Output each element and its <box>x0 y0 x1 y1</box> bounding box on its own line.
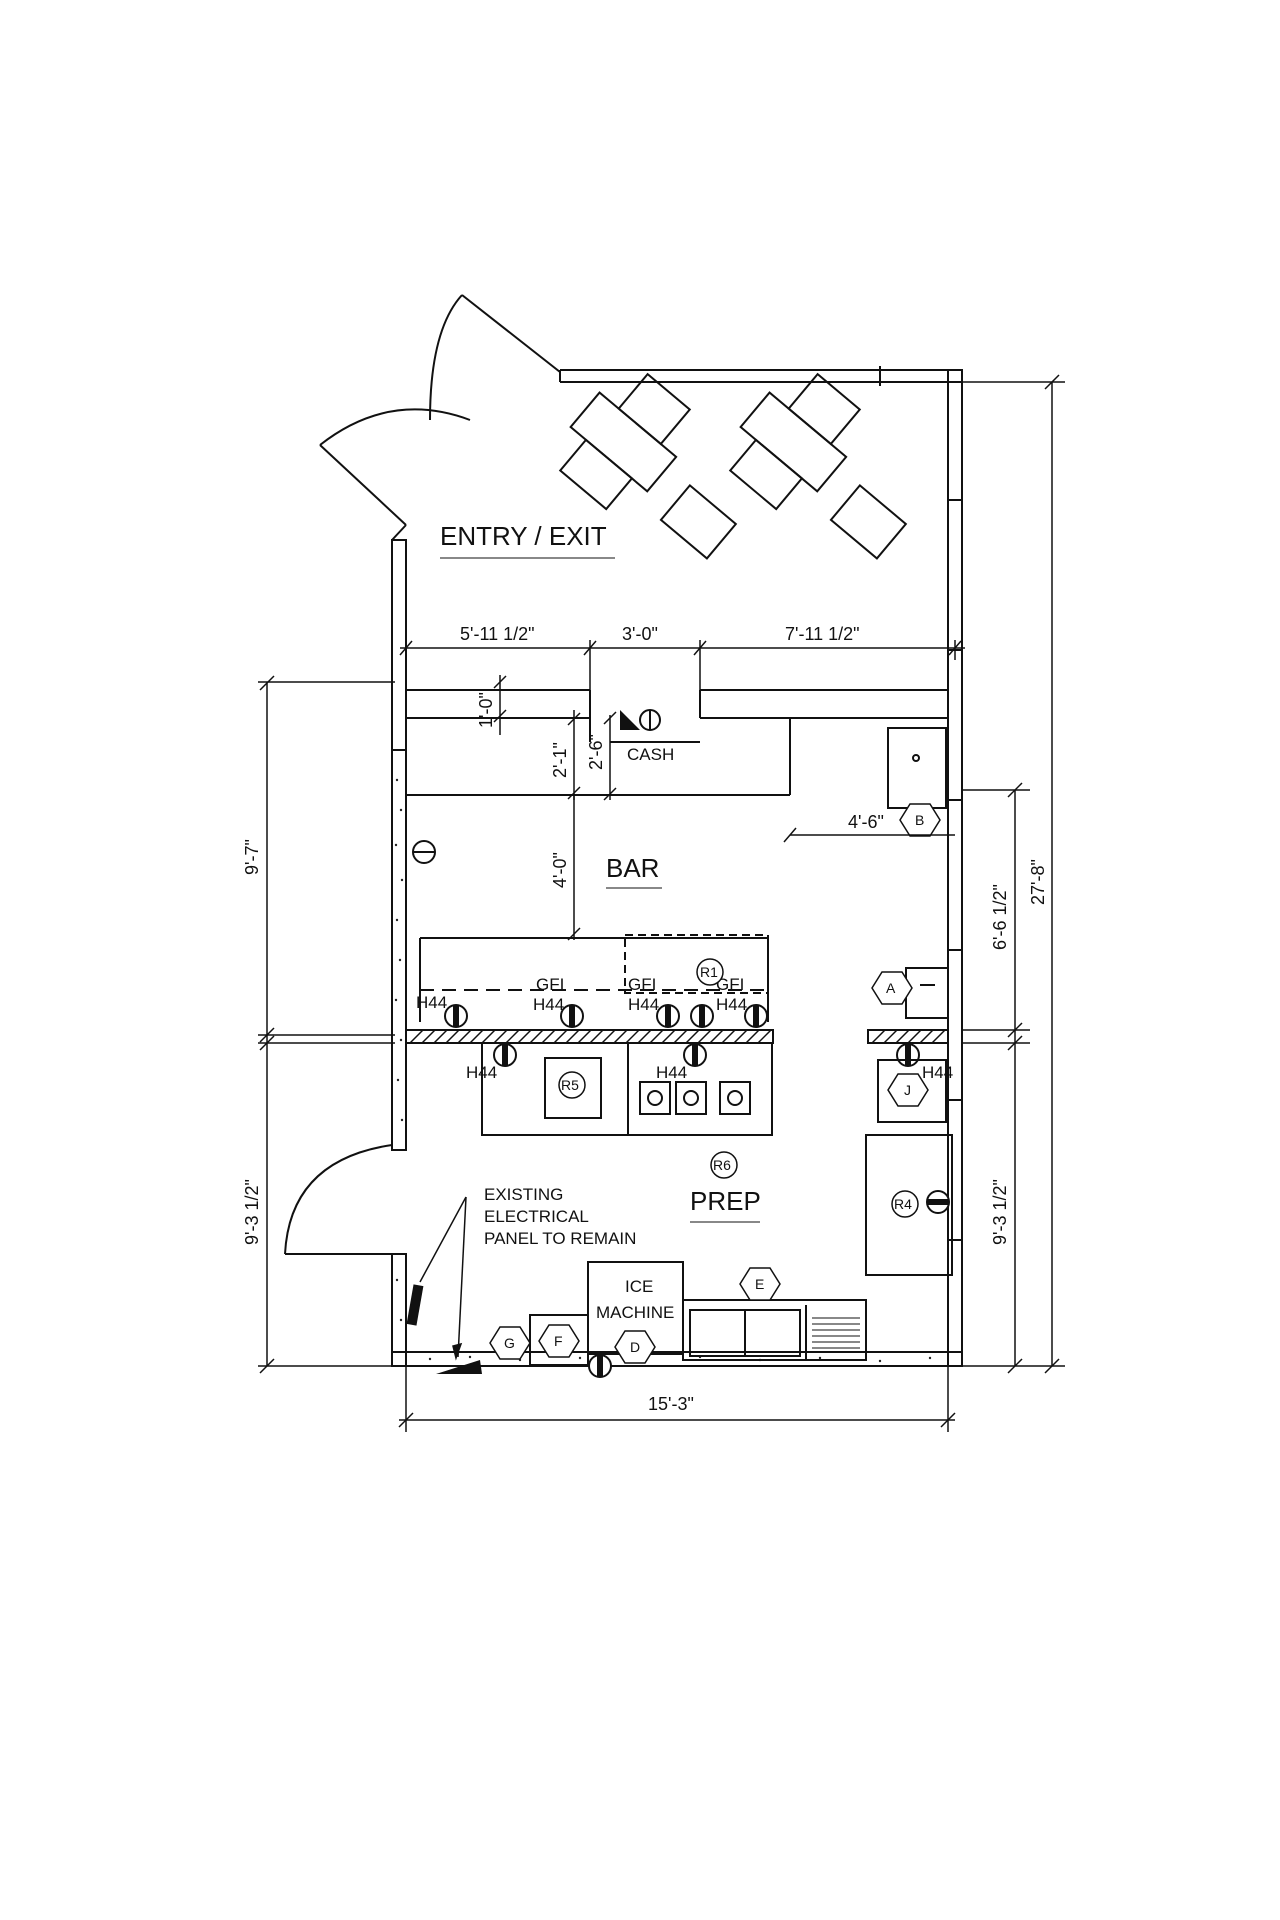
tag-d: D <box>614 1330 656 1364</box>
dim-right-lower: 9'-3 1/2" <box>990 1179 1010 1245</box>
svg-text:A: A <box>886 980 896 996</box>
dim-right-gap: 4'-6" <box>848 812 884 832</box>
h44-label: H44 <box>533 995 564 1014</box>
dim-left-lower: 9'-3 1/2" <box>242 1179 262 1245</box>
reach-in-j <box>877 1059 947 1123</box>
tag-j: J <box>887 1073 929 1107</box>
svg-text:E: E <box>755 1276 764 1292</box>
svg-text:R4: R4 <box>894 1196 912 1212</box>
dim-overall-width: 15'-3" <box>648 1394 694 1414</box>
small-sink-f <box>529 1314 589 1366</box>
dim-top-mid: 3'-0" <box>622 624 658 644</box>
gfi-label: GFI <box>536 975 564 994</box>
receptacle-icon-7 <box>683 1043 707 1067</box>
tag-r5: R5 <box>558 1071 586 1099</box>
dim-bar-depth: 4'-0" <box>550 852 570 888</box>
panel-leader-lines <box>419 1196 467 1361</box>
back-door <box>284 1144 393 1255</box>
receptacle-icon-8 <box>896 1043 920 1067</box>
seating-group-left <box>558 372 738 560</box>
wall-outlet-icon <box>412 840 436 864</box>
panel-note-line-3: PANEL TO REMAIN <box>484 1229 636 1248</box>
receptacle-icon-4 <box>690 1004 714 1028</box>
gfi-label: GFI <box>716 975 744 994</box>
tag-r6: R6 <box>710 1151 738 1179</box>
svg-text:F: F <box>554 1333 563 1349</box>
panel-note-line-2: ELECTRICAL <box>484 1207 589 1226</box>
receptacle-icon-6 <box>493 1043 517 1067</box>
dim-left-upper: 9'-7" <box>242 839 262 875</box>
h44-label: H44 <box>628 995 659 1014</box>
receptacle-icon-1 <box>444 1004 468 1028</box>
interior-divider-wall <box>405 1029 949 1044</box>
svg-text:G: G <box>504 1335 515 1351</box>
dim-counter-2: 2'-1" <box>550 742 570 778</box>
panel-note-line-1: EXISTING <box>484 1185 563 1204</box>
dimension-lines <box>258 374 1065 1432</box>
dim-counter-3: 2'-6" <box>586 734 606 770</box>
dim-right-upper: 6'-6 1/2" <box>990 884 1010 950</box>
dim-counter-1: 1'-0" <box>476 692 496 728</box>
reach-in-box-b <box>887 727 947 809</box>
room-label-entry: ENTRY / EXIT <box>440 521 607 551</box>
tag-f: F <box>538 1324 580 1358</box>
h44-label: H44 <box>922 1063 953 1082</box>
ice-machine-label-2: MACHINE <box>596 1303 674 1322</box>
receptacle-icon-2 <box>560 1004 584 1028</box>
back-bar-counter <box>419 934 769 1022</box>
dim-top-right: 7'-11 1/2" <box>785 624 860 644</box>
exterior-walls <box>391 366 963 1367</box>
svg-text:R1: R1 <box>700 964 718 980</box>
tag-r4: R4 <box>891 1190 919 1218</box>
h44-label: H44 <box>656 1063 687 1082</box>
tag-r1: R1 <box>696 958 724 986</box>
tag-e: E <box>739 1267 781 1301</box>
receptacle-symbols <box>444 1004 950 1378</box>
receptacle-icon-9 <box>926 1190 950 1214</box>
cash-register-icon <box>620 709 661 731</box>
seating-group-right <box>728 372 908 560</box>
receptacle-icon-10 <box>588 1354 612 1378</box>
svg-text:R5: R5 <box>561 1077 579 1093</box>
ice-machine-label-1: ICE <box>625 1277 653 1296</box>
svg-text:J: J <box>904 1082 911 1098</box>
h44-label: H44 <box>416 993 447 1012</box>
svg-text:D: D <box>630 1339 640 1355</box>
dim-top-left: 5'-11 1/2" <box>460 624 535 644</box>
entry-double-door <box>319 294 561 541</box>
compartment-sink-e <box>682 1299 867 1361</box>
svg-text:R6: R6 <box>713 1157 731 1173</box>
wall-hatch <box>391 749 932 1363</box>
h44-label: H44 <box>716 995 747 1014</box>
equipment-tags: A B D E F G J R1 <box>489 803 941 1364</box>
electrical-panel-icon <box>406 1284 482 1374</box>
tag-b: B <box>899 803 941 837</box>
tag-a: A <box>871 971 913 1005</box>
svg-text:B: B <box>915 812 924 828</box>
receptacle-icon-5 <box>744 1004 768 1028</box>
dim-overall-height: 27'-8" <box>1028 859 1048 905</box>
prep-counter <box>481 1042 773 1136</box>
hand-sink-a <box>905 967 949 1019</box>
tag-g: G <box>489 1326 531 1360</box>
equipment-r4 <box>865 1134 953 1276</box>
gfi-label: GFI <box>628 975 656 994</box>
receptacle-icon-3 <box>656 1004 680 1028</box>
cash-label: CASH <box>627 745 674 764</box>
room-label-prep: PREP <box>690 1186 761 1216</box>
room-label-bar: BAR <box>606 853 659 883</box>
